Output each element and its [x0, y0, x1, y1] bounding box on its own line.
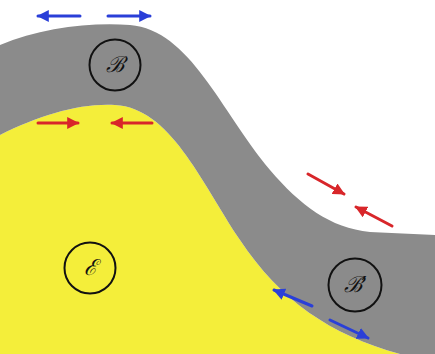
symbol-label: ℰ [84, 257, 97, 279]
blue-arrow [330, 320, 368, 338]
grey-brane-band [0, 24, 435, 354]
red-arrow [356, 207, 392, 226]
red-arrow [38, 122, 78, 125]
blue-arrow [108, 15, 150, 18]
circle-outline [90, 40, 141, 91]
circle-label: ℬ′ [327, 257, 383, 313]
circle-outline [65, 243, 116, 294]
circle-label: ℬ [88, 38, 142, 92]
red-arrow [308, 174, 344, 194]
circle-outline [329, 259, 382, 312]
blue-arrow [274, 290, 312, 306]
symbol-label: ℬ′ [344, 274, 367, 296]
red-arrow [112, 122, 152, 125]
circle-label: ℰ [63, 241, 117, 295]
symbol-label: ℬ [106, 54, 124, 76]
blue-arrow [38, 15, 80, 18]
